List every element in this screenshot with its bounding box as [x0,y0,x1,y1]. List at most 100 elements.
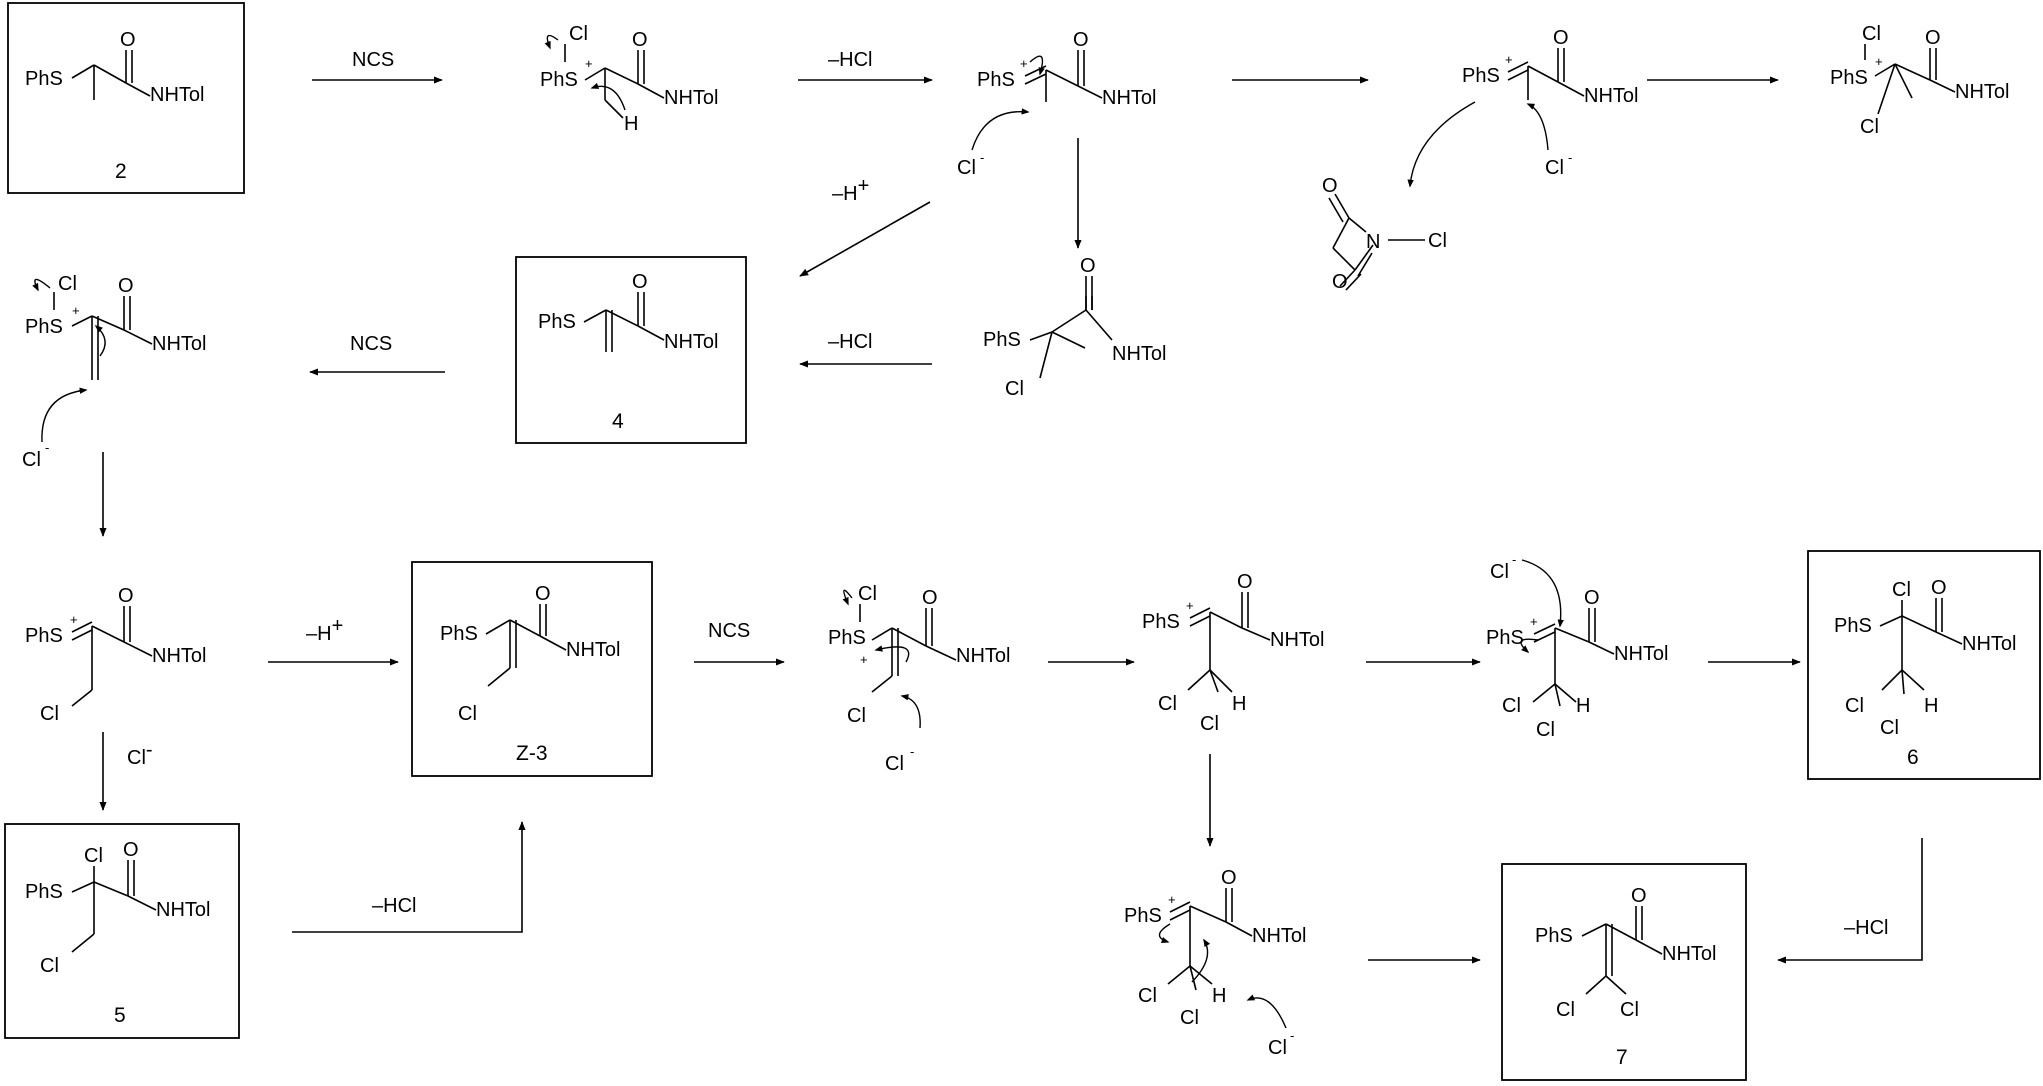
compound-5-box [4,823,240,1039]
compound-2-box [7,2,245,194]
compound-z-3-box [411,561,653,777]
svg-text:Cl: Cl [40,703,59,725]
thionium-intermediate-b: PhS + O NHTol Cl - [1407,27,1638,188]
svg-text:PhS: PhS [1142,611,1180,633]
svg-text:O: O [1332,271,1348,293]
n-chlorosuccinimide: O N O Cl [1322,175,1447,293]
compound-2-label: 2 [115,160,127,183]
compound-7-box [1501,863,1747,1081]
svg-text:O: O [118,275,134,297]
reagent-minus-hcl-2: –HCl [828,331,872,353]
svg-text:-: - [980,150,984,165]
svg-text:PhS: PhS [1462,65,1500,87]
svg-text:PhS: PhS [1834,615,1872,637]
compound-6: PhS Cl Cl Cl H O NHTol 6 [1807,550,2041,780]
svg-text:NHTol: NHTol [152,645,206,667]
arrow-deprotonation-to-4 [799,201,931,277]
svg-text:NHTol: NHTol [1955,81,2009,103]
svg-text:+: + [1186,598,1194,613]
reagent-minus-h-2: –H+ [306,615,343,645]
nhtol-label: NHTol [150,84,204,106]
svg-text:+: + [72,303,80,318]
thionium-intermediate-d: PhS + Cl Cl H O NHTol [1142,571,1324,735]
svg-text:NHTol: NHTol [1962,633,2016,655]
svg-text:+: + [70,612,78,627]
svg-text:Cl: Cl [1200,713,1219,735]
phs-label: PhS [25,68,63,90]
thionium-intermediate-e: Cl - PhS + Cl Cl H O NHTol [1486,552,1668,741]
svg-text:O: O [1931,577,1947,599]
svg-text:Cl: Cl [1158,693,1177,715]
chlorosulfonium-intermediate-2: Cl PhS + Cl O NHTol [1830,23,2009,138]
reagent-chloride-1: Cl- [127,739,153,769]
svg-text:-: - [1290,1028,1294,1043]
svg-text:Cl: Cl [885,753,904,775]
svg-text:PhS: PhS [25,316,63,338]
svg-text:PhS: PhS [440,623,478,645]
reagent-minus-hcl-4: –HCl [1844,917,1888,939]
svg-text:Cl: Cl [22,449,41,471]
compound-4-box [515,256,747,444]
svg-text:PhS: PhS [983,329,1021,351]
svg-text:Cl: Cl [1180,1007,1199,1029]
svg-text:PhS: PhS [1124,905,1162,927]
chlorosulfonium-intermediate-3: Cl PhS + O NHTol Cl - [22,273,206,471]
chloro-methyl-intermediate: PhS Cl O NHTol [983,255,1166,400]
svg-text:Cl: Cl [1490,561,1509,583]
arrow-5-to-z3 [292,821,526,933]
reagent-minus-h-1: –H+ [832,175,869,205]
svg-text:Cl: Cl [858,583,877,605]
svg-text:NHTol: NHTol [664,87,718,109]
svg-text:Cl: Cl [40,955,59,977]
svg-text:PhS: PhS [25,625,63,647]
svg-text:PhS: PhS [540,69,578,91]
svg-text:PhS: PhS [538,311,576,333]
svg-text:Cl: Cl [1545,157,1564,179]
svg-text:O: O [922,587,938,609]
chlorosulfonium-intermediate-1: Cl PhS + H O NHTol [540,23,718,135]
svg-text:O: O [1925,27,1941,49]
svg-text:NHTol: NHTol [1252,925,1306,947]
svg-text:+: + [1505,52,1513,67]
svg-text:+: + [1530,614,1538,629]
svg-text:H: H [1232,693,1246,715]
thionium-intermediate-a: PhS + O NHTol Cl - [957,29,1156,179]
svg-text:O: O [1221,867,1237,889]
svg-text:NHTol: NHTol [1270,629,1324,651]
svg-text:NHTol: NHTol [156,899,210,921]
compound-7-label: 7 [1616,1046,1628,1069]
svg-text:Cl: Cl [569,23,588,45]
thionium-intermediate-c: PhS + Cl O NHTol [25,585,206,725]
svg-text:NHTol: NHTol [152,333,206,355]
compound-7: PhS Cl Cl O NHTol 7 [1501,863,1747,1081]
svg-text:O: O [632,271,648,293]
svg-text:Cl: Cl [1880,717,1899,739]
svg-text:Cl: Cl [957,157,976,179]
compound-5: PhS Cl Cl O NHTol 5 [4,823,240,1039]
svg-text:Cl: Cl [1860,116,1879,138]
svg-text:O: O [1322,175,1338,197]
compound-4-label: 4 [612,410,624,433]
svg-text:O: O [123,839,139,861]
compound-z-3: PhS Cl O NHTol Z-3 [411,561,653,777]
svg-text:Cl: Cl [1892,579,1911,601]
compound-6-box [1807,550,2041,780]
svg-text:Cl: Cl [1428,230,1447,252]
svg-text:O: O [632,29,648,51]
svg-text:Cl: Cl [84,845,103,867]
svg-text:Cl: Cl [1845,695,1864,717]
svg-text:H: H [624,113,638,135]
svg-text:Cl: Cl [458,703,477,725]
svg-text:PhS: PhS [1535,925,1573,947]
compound-6-label: 6 [1907,746,1919,769]
svg-text:NHTol: NHTol [664,331,718,353]
svg-text:-: - [45,440,49,455]
svg-text:Cl: Cl [1862,23,1881,45]
svg-text:Cl: Cl [1502,695,1521,717]
svg-text:-: - [910,744,914,759]
svg-text:NHTol: NHTol [566,639,620,661]
svg-text:+: + [1020,56,1028,71]
svg-text:H: H [1924,695,1938,717]
svg-text:+: + [1875,54,1883,69]
svg-text:O: O [118,585,134,607]
